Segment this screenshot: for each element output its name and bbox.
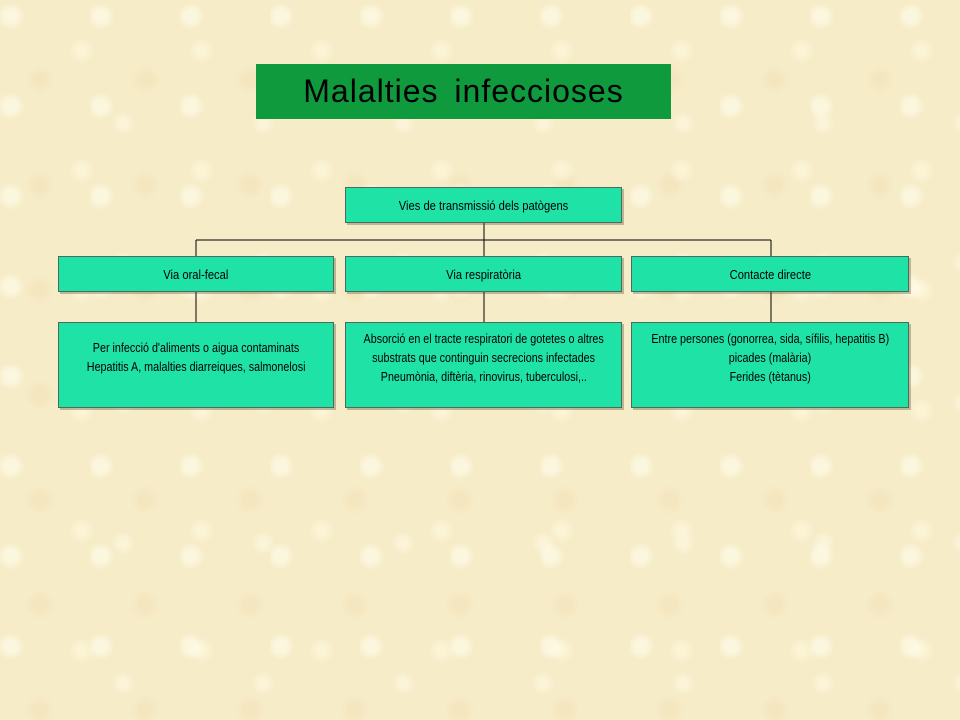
detail-text-line: Ferides (tètanus) [729,369,811,384]
root-node: Vies de transmissió dels patògens [345,187,622,223]
detail-text-line: Hepatitis A, malalties diarreiques, salm… [86,360,306,374]
detail-text-line: substrats que continguin secrecions infe… [372,350,595,365]
detail-node-direct-contact: Entre persones (gonorrea, sida, sífilis,… [631,322,909,408]
page-title: Malalties infeccioses [303,73,624,109]
branch-node-direct-contact: Contacte directe [631,256,909,292]
title-banner: Malalties infeccioses [256,64,671,119]
detail-text-line: Per infecció d'aliments o aigua contamin… [92,341,300,355]
branch-label: Via respiratòria [445,266,521,282]
detail-node-respiratory: Absorció en el tracte respiratori de got… [345,322,622,408]
detail-text-line: picades (malària) [728,350,812,365]
branch-label: Contacte directe [729,266,811,282]
detail-text-line: Pneumònia, diftèria, rinovirus, tubercul… [380,369,587,384]
branch-label: Via oral-fecal [163,266,229,282]
root-node-label: Vies de transmissió dels patògens [398,197,569,213]
detail-text-line: Absorció en el tracte respiratori de got… [363,331,604,346]
detail-text-line: Entre persones (gonorrea, sida, sífilis,… [651,331,889,346]
branch-node-respiratory: Via respiratòria [345,256,622,292]
branch-node-oral-fecal: Via oral-fecal [58,256,334,292]
detail-node-oral-fecal: Per infecció d'aliments o aigua contamin… [58,322,334,408]
